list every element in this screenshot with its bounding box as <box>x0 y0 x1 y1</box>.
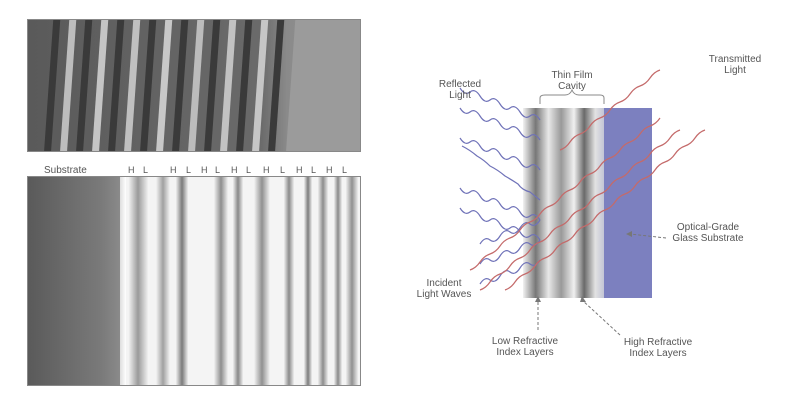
transmitted-ray <box>469 117 661 271</box>
transmitted-rays <box>469 69 706 291</box>
glass-substrate-label: Optical-Grade Glass Substrate <box>672 222 744 244</box>
substrate-block <box>28 177 120 385</box>
cavity-brace <box>539 88 605 104</box>
layer-band <box>156 177 170 385</box>
high-refractive-label: High Refractive Index Layers <box>623 337 693 359</box>
layer-band <box>233 177 243 385</box>
reflected-ray <box>459 107 541 141</box>
thin-film-cavity <box>523 108 608 298</box>
low-index-arrowhead <box>535 296 541 302</box>
transmitted-ray <box>559 69 661 151</box>
incident-ray <box>479 239 541 265</box>
layer-tick: H <box>326 165 333 175</box>
layer-tick: H <box>170 165 177 175</box>
layer-tick: L <box>246 165 252 175</box>
high-index-pointer <box>581 299 621 336</box>
reflected-light-label: Reflected Light <box>438 79 482 101</box>
incident-light-label: Incident Light Waves <box>416 278 472 300</box>
layer-stack-diagram <box>27 176 361 386</box>
micrograph-image <box>27 19 361 152</box>
low-refractive-label: Low Refractive Index Layers <box>491 336 559 358</box>
transmitted-ray <box>504 129 706 291</box>
reflected-ray <box>459 87 541 121</box>
high-index-arrowhead <box>580 296 586 302</box>
thin-film-cavity-label: Thin Film Cavity <box>551 70 593 92</box>
incident-ray <box>479 259 541 285</box>
reflected-ray <box>459 187 541 221</box>
layer-band <box>120 177 126 385</box>
glass-substrate <box>604 108 652 298</box>
layer-tick: L <box>215 165 221 175</box>
reflected-rays <box>459 87 541 285</box>
layer-tick: L <box>342 165 348 175</box>
layer-tick: L <box>186 165 192 175</box>
layer-band <box>346 177 358 385</box>
layer-tick: H <box>128 165 135 175</box>
reflected-ray <box>459 207 541 241</box>
incident-ray <box>479 219 541 245</box>
transmitted-ray <box>479 129 681 291</box>
transmitted-light-label: Transmitted Light <box>708 54 762 76</box>
layer-tick: H <box>263 165 270 175</box>
layer-band <box>128 177 148 385</box>
substrate-label: Substrate <box>44 165 87 176</box>
layer-band <box>318 177 328 385</box>
layer-band <box>176 177 188 385</box>
layer-tick: L <box>311 165 317 175</box>
reflected-ray <box>461 145 541 201</box>
layer-tick: L <box>143 165 149 175</box>
substrate-arrowhead <box>626 231 632 237</box>
layer-band <box>334 177 342 385</box>
layer-tick: H <box>201 165 208 175</box>
layer-band <box>304 177 312 385</box>
reflected-ray <box>459 137 541 171</box>
layer-tick: L <box>280 165 286 175</box>
layer-band <box>254 177 270 385</box>
layer-band <box>284 177 294 385</box>
substrate-pointer <box>629 233 667 239</box>
layer-tick: H <box>231 165 238 175</box>
layer-tick: H <box>296 165 303 175</box>
layer-band <box>214 177 228 385</box>
